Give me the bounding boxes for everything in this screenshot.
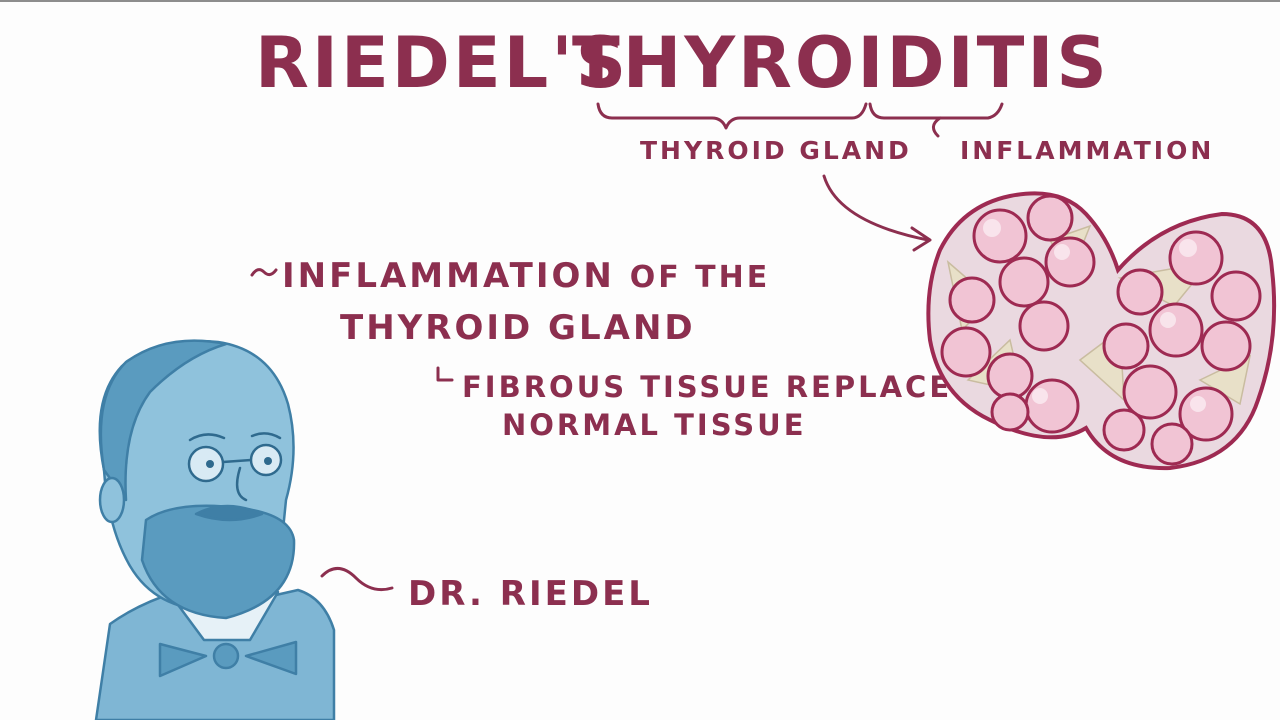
note-of-the: of the (629, 260, 771, 295)
note-line-1: Inflammation of the (282, 256, 770, 296)
note-line-2: thyroid gland (340, 308, 696, 348)
label-thyroid-gland: Thyroid gland (640, 136, 912, 165)
corner-hook (436, 366, 454, 382)
top-border (0, 0, 1280, 2)
portrait-hair (99, 339, 228, 502)
title-word-thyroiditis: Thyroiditis (572, 22, 1110, 104)
portrait-beard (140, 504, 296, 620)
bracket-itis (868, 102, 1004, 120)
hook-inflammation (932, 116, 942, 138)
tilde-mark (250, 268, 278, 277)
arrow-head (910, 226, 932, 252)
label-inflammation: Inflammation (960, 136, 1215, 165)
title-word-riedels: Riedel's (255, 22, 630, 104)
portrait-caption: Dr. Riedel (408, 574, 653, 614)
sub-note-line-2: normal tissue (502, 408, 807, 442)
sub-note-line-1: Fibrous tissue replaces (462, 370, 977, 404)
tilde-caption (320, 567, 394, 592)
portrait-eyes (206, 457, 272, 468)
gland-highlights (983, 219, 1206, 412)
bracket-thyroid (596, 102, 868, 130)
portrait-bowtie (158, 640, 298, 678)
arrow-to-gland (822, 174, 930, 242)
note-inflammation: Inflammation (282, 256, 615, 296)
